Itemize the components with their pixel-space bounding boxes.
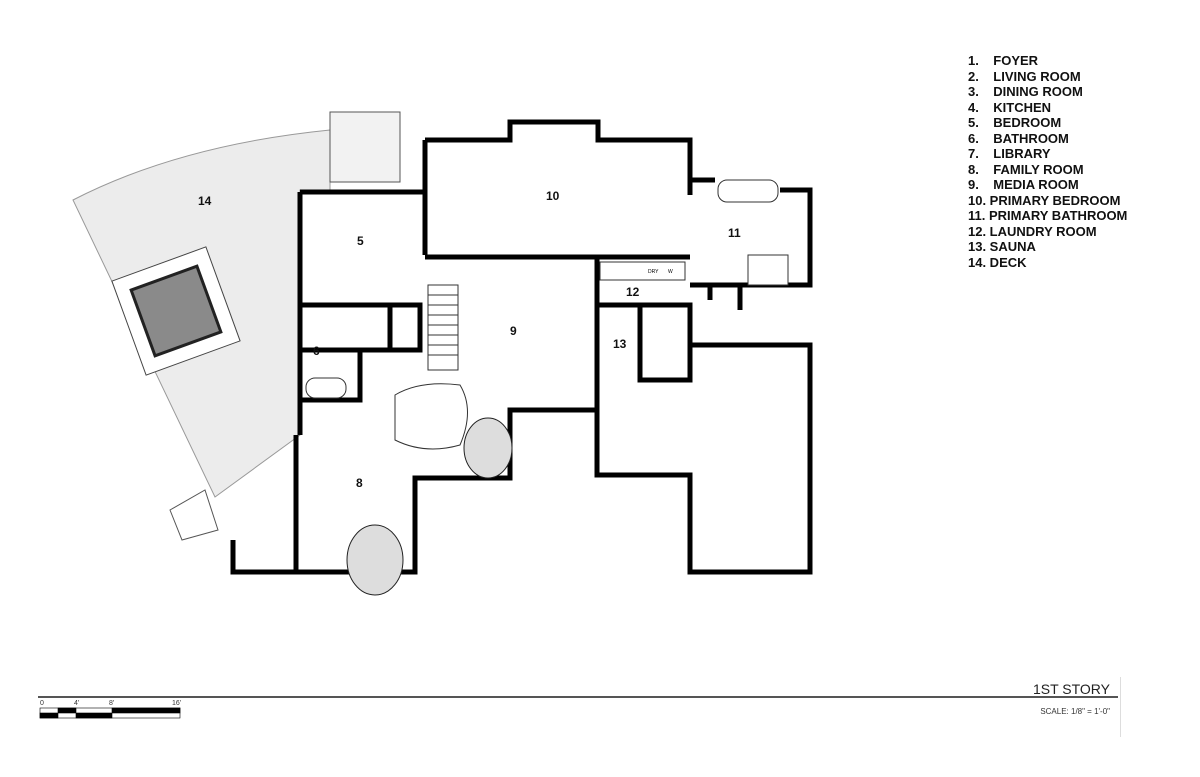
legend-item: 10. PRIMARY BEDROOM <box>968 192 1121 208</box>
scale-bar <box>39 707 181 719</box>
stair <box>427 284 459 371</box>
room-5-label: 5 <box>357 234 364 248</box>
laundry-counter <box>599 261 686 281</box>
room-8-label: 8 <box>356 476 363 490</box>
legend-item: 5. BEDROOM <box>968 115 1062 130</box>
legend-item: 11. PRIMARY BATHROOM <box>968 208 1128 223</box>
story-title: 1ST STORY <box>1032 681 1110 697</box>
shower-11 <box>747 254 789 286</box>
title-divider <box>38 696 1118 698</box>
sculpture-2 <box>346 524 404 596</box>
legend-item: 12. LAUNDRY ROOM <box>968 223 1097 239</box>
legend-item: 4. KITCHEN <box>968 99 1052 115</box>
room-12-label: 12 <box>626 285 640 299</box>
legend-item: 9. MEDIA ROOM <box>968 177 1079 192</box>
scale-note: SCALE: 1/8" = 1'-0" <box>1040 707 1110 716</box>
bathtub-11 <box>717 179 779 203</box>
room-6-label: 6 <box>313 344 320 358</box>
scale-tick-16: 16' <box>172 700 182 707</box>
bathtub-6 <box>305 377 347 399</box>
room-14-label: 14 <box>198 194 212 208</box>
hot-tub <box>111 246 241 376</box>
legend-item: 2. LIVING ROOM <box>968 68 1081 84</box>
room-11-label: 11 <box>728 226 741 240</box>
entry-deck <box>329 111 401 183</box>
sculpture-1 <box>463 417 513 479</box>
room-9-label: 9 <box>510 324 517 338</box>
title-separator <box>1120 677 1121 737</box>
legend-item: 3. DINING ROOM <box>968 84 1083 99</box>
legend-item: 14. DECK <box>968 254 1027 270</box>
legend-item: 13. SAUNA <box>968 239 1036 254</box>
legend-item: 1. FOYER <box>968 53 1039 68</box>
dryer-label: DRY <box>648 269 659 275</box>
fireplace <box>394 383 468 450</box>
scale-tick-8: 8' <box>109 700 115 707</box>
washer-label: W <box>668 269 673 275</box>
walls <box>230 119 813 575</box>
room-13-label: 13 <box>613 337 627 351</box>
scale-tick-4: 4' <box>74 700 80 707</box>
legend-item: 6. BATHROOM <box>968 130 1069 146</box>
deck-stairs <box>169 489 219 541</box>
scale-tick-0: 0 <box>40 700 44 707</box>
room-10-label: 10 <box>546 189 560 203</box>
legend-item: 8. FAMILY ROOM <box>968 161 1084 177</box>
legend-item: 7. LIBRARY <box>968 146 1051 161</box>
